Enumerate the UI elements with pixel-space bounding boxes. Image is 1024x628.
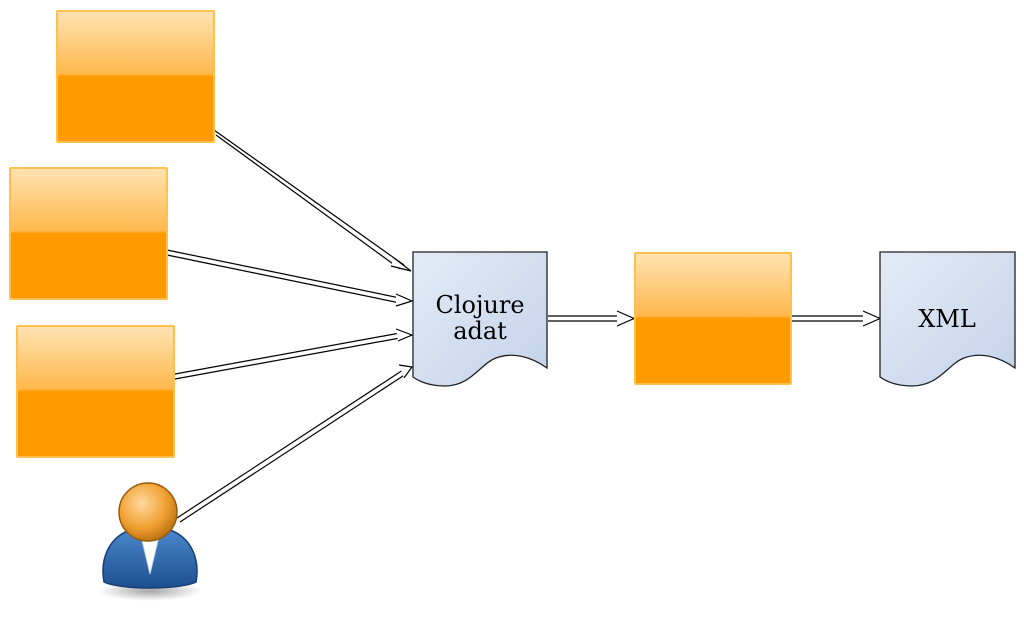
clojure-data-document: Clojure adat <box>412 251 548 387</box>
xml-document: XML <box>879 251 1016 387</box>
edge-clojure-data-to-transform-box <box>548 310 636 327</box>
edge-box1-to-clojure-data <box>213 129 412 272</box>
edge-box3-to-clojure-data <box>174 328 414 380</box>
xml-document-label: XML <box>918 305 976 333</box>
edge-transform-box-to-xml <box>792 310 882 327</box>
source-box-3 <box>16 325 175 458</box>
edges <box>166 129 882 523</box>
edge-user-to-clojure-data <box>176 364 414 523</box>
source-box-1 <box>56 10 215 143</box>
transform-box <box>634 252 792 385</box>
edge-box2-to-clojure-data <box>166 249 414 307</box>
clojure-data-label-line2: adat <box>453 317 507 345</box>
person-icon <box>98 482 202 601</box>
source-box-2 <box>9 167 168 300</box>
clojure-data-label-line1: Clojure <box>435 291 524 319</box>
